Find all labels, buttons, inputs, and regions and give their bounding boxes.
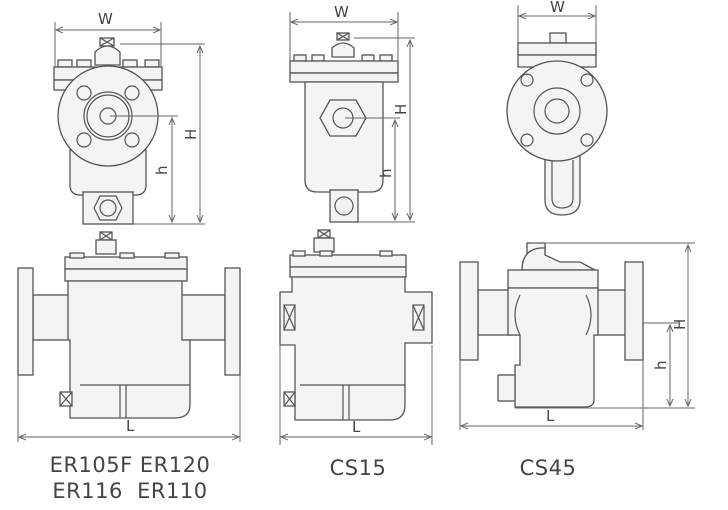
length-label: L: [352, 418, 361, 436]
cs45-side-view: H h L: [459, 242, 695, 430]
height-label: H: [392, 104, 410, 115]
cs15-caption: CS15: [329, 456, 387, 480]
width-label: W: [550, 0, 565, 16]
length-label: L: [546, 407, 555, 425]
width-label: W: [98, 10, 113, 28]
width-label: W: [334, 3, 349, 21]
center-height-label: h: [153, 165, 171, 175]
er-front-view: W H h: [53, 10, 205, 225]
cs15-front-view: W H h: [289, 3, 415, 223]
cs45-caption: CS45: [519, 456, 577, 480]
center-height-label: h: [652, 360, 670, 370]
er-side-view: L: [17, 231, 241, 442]
cs15-side-view: L: [279, 229, 433, 445]
cs45-front-view: W: [506, 0, 608, 216]
height-label: H: [671, 319, 689, 330]
caption-line: ER105F ER120: [49, 453, 211, 477]
center-height-label: h: [377, 168, 395, 178]
length-label: L: [126, 417, 135, 435]
height-label: H: [182, 129, 200, 140]
er-caption: ER105F ER120 ER116 ER110: [20, 452, 240, 504]
caption-line: ER116 ER110: [52, 479, 208, 503]
